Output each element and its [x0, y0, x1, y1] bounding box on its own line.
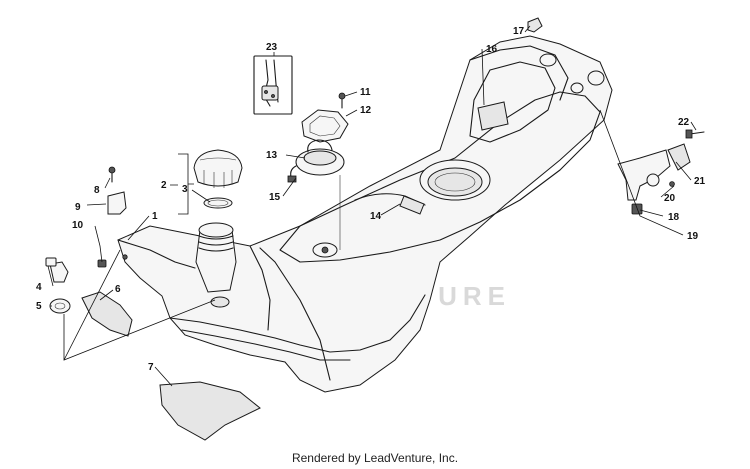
fuel-tank-body: [117, 35, 613, 393]
pump-gasket-12: [301, 109, 349, 143]
bracket-assembly: [617, 129, 705, 215]
callout-22: 22: [678, 117, 690, 128]
bolt-11: [338, 92, 346, 109]
callout-20: 20: [664, 193, 676, 204]
fuel-pump-assembly: [287, 139, 345, 250]
callout-4: 4: [36, 282, 42, 293]
callout-13: 13: [266, 150, 278, 161]
callout-19: 19: [687, 231, 699, 242]
callout-15: 15: [269, 192, 281, 203]
callout-23: 23: [266, 42, 278, 53]
callout-12: 12: [360, 105, 372, 116]
fitting-4: [45, 257, 69, 283]
callout-3: 3: [182, 184, 188, 195]
callout-labels: 1 2 3 4 5 6 7 8 9 10 11 12 13 14 15 16 1…: [36, 26, 706, 373]
callout-17: 17: [513, 26, 525, 37]
bolt-8: [108, 166, 116, 183]
callout-10: 10: [72, 220, 84, 231]
callout-7: 7: [148, 362, 154, 373]
sensor-23: [253, 55, 293, 115]
tank-pad-6: [81, 291, 133, 337]
callout-6: 6: [115, 284, 121, 295]
callout-18: 18: [668, 212, 680, 223]
bracket-9: [107, 191, 127, 215]
callout-1: 1: [152, 211, 158, 222]
callout-16: 16: [486, 44, 498, 55]
callout-5: 5: [36, 301, 42, 312]
plug-17: [527, 17, 543, 33]
rendered-by-footer: Rendered by LeadVenture, Inc.: [291, 451, 459, 465]
callout-8: 8: [94, 185, 100, 196]
tank-pad-7: [159, 381, 261, 441]
callout-9: 9: [75, 202, 81, 213]
grommet-5: [49, 298, 71, 314]
fuel-cap-assembly: [193, 149, 243, 209]
callout-11: 11: [360, 87, 371, 98]
callout-2: 2: [161, 180, 167, 191]
leader-lines: [47, 25, 697, 387]
callout-14: 14: [370, 211, 382, 222]
callout-21: 21: [694, 176, 706, 187]
